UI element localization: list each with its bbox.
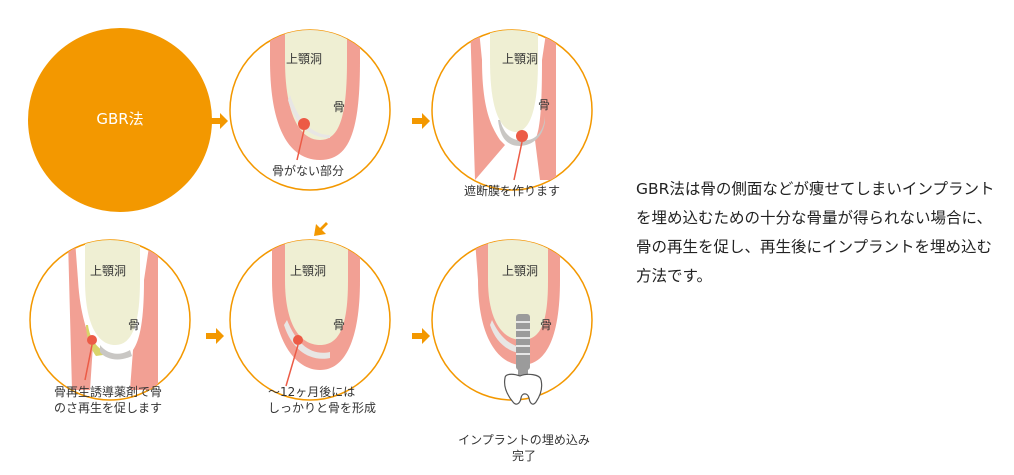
sinus-label: 上顎洞 (502, 52, 539, 66)
step-3-panel (29, 239, 191, 401)
step-4-panel (229, 239, 391, 401)
arrow-right-icon (206, 328, 224, 344)
membrane-dot (516, 130, 528, 142)
arrow-right-icon (412, 328, 430, 344)
arrow-right-icon (210, 113, 228, 129)
crown-icon (503, 373, 543, 405)
bone-label: 骨 (128, 318, 141, 332)
step-5-panel (431, 239, 593, 405)
drug-dot (87, 335, 97, 345)
arrow-down-left-icon (314, 222, 328, 236)
step-1-panel (229, 29, 391, 191)
new-bone-dot (293, 335, 303, 345)
sinus-label: 上顎洞 (290, 264, 327, 278)
sinus-label: 上顎洞 (502, 264, 539, 278)
step-caption: インプラントの埋め込み 完了 (458, 433, 590, 463)
arrow-right-icon (412, 113, 430, 129)
bone-label: 骨 (333, 100, 346, 114)
implant-icon (516, 314, 530, 376)
flow-arrows (206, 113, 430, 344)
sinus-label: 上顎洞 (286, 52, 323, 66)
step-caption: 骨再生誘導薬剤で骨 のさ再生を促します (54, 385, 163, 415)
step-caption: 骨がない部分 (272, 164, 345, 178)
sinus-label: 上顎洞 (90, 264, 127, 278)
bone-label: 骨 (538, 98, 551, 112)
description-text: GBR法は骨の側面などが痩せてしまいインプラントを埋め込むための十分な骨量が得ら… (636, 180, 995, 285)
step-caption: ～12ヶ月後には しっかりと骨を形成 (268, 385, 377, 415)
step-caption: 遮断膜を作ります (464, 184, 561, 198)
gbr-title-circle (28, 28, 212, 212)
gbr-title: GBR法 (96, 110, 144, 128)
missing-bone-dot (298, 118, 310, 130)
bone-label: 骨 (540, 318, 553, 332)
step-2-panel (431, 29, 593, 191)
bone-label: 骨 (333, 318, 346, 332)
